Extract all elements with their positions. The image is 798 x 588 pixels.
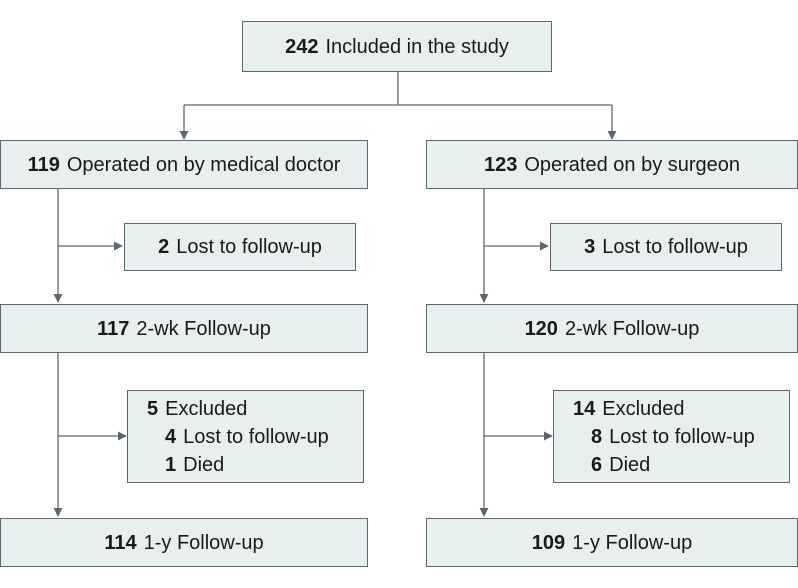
label: Died bbox=[183, 454, 225, 476]
excluded-total: 14 Excluded bbox=[573, 395, 789, 423]
count: 123 bbox=[483, 153, 518, 176]
label: Excluded bbox=[602, 398, 685, 420]
label: Lost to follow-up bbox=[183, 426, 329, 448]
count: 114 bbox=[104, 531, 137, 554]
excluded-reason-lost: 4 Lost to follow-up bbox=[147, 423, 363, 451]
box-md-2wk: 117 2-wk Follow-up bbox=[0, 304, 368, 353]
box-md-1y: 114 1-y Follow-up bbox=[0, 518, 368, 567]
box-surgeon-enrolled: 123 Operated on by surgeon bbox=[426, 140, 798, 189]
label: Died bbox=[609, 454, 651, 476]
count: 14 bbox=[573, 398, 596, 420]
count: 242 bbox=[285, 35, 319, 58]
count: 120 bbox=[524, 317, 558, 340]
box-surgeon-1y: 109 1-y Follow-up bbox=[426, 518, 798, 567]
count: 5 bbox=[147, 398, 159, 420]
box-included: 242 Included in the study bbox=[242, 21, 552, 72]
count: 117 bbox=[97, 317, 130, 340]
label: Operated on by surgeon bbox=[524, 153, 741, 176]
label: Excluded bbox=[165, 398, 248, 420]
count: 2 bbox=[158, 236, 170, 258]
count: 109 bbox=[531, 531, 566, 554]
box-md-excluded: 5 Excluded 4 Lost to follow-up 1 Died bbox=[127, 390, 364, 483]
count: 119 bbox=[27, 153, 60, 176]
label: 2-wk Follow-up bbox=[136, 317, 271, 340]
count: 8 bbox=[591, 426, 603, 448]
label: Lost to follow-up bbox=[602, 236, 748, 258]
count: 3 bbox=[584, 236, 596, 258]
label: Operated on by medical doctor bbox=[66, 153, 341, 176]
box-surgeon-lost: 3 Lost to follow-up bbox=[550, 223, 782, 271]
label: Included in the study bbox=[325, 35, 509, 58]
box-surgeon-excluded: 14 Excluded 8 Lost to follow-up 6 Died bbox=[553, 390, 790, 483]
excluded-reason-lost: 8 Lost to follow-up bbox=[573, 423, 789, 451]
count: 6 bbox=[591, 454, 603, 476]
count: 1 bbox=[165, 454, 177, 476]
count: 4 bbox=[165, 426, 177, 448]
label: 1-y Follow-up bbox=[572, 531, 693, 554]
box-md-enrolled: 119 Operated on by medical doctor bbox=[0, 140, 368, 189]
label: Lost to follow-up bbox=[176, 236, 322, 258]
label: 2-wk Follow-up bbox=[564, 317, 700, 340]
label: 1-y Follow-up bbox=[143, 531, 264, 554]
box-md-lost: 2 Lost to follow-up bbox=[124, 223, 356, 271]
excluded-reason-died: 1 Died bbox=[147, 451, 363, 479]
excluded-total: 5 Excluded bbox=[147, 395, 363, 423]
label: Lost to follow-up bbox=[609, 426, 755, 448]
box-surgeon-2wk: 120 2-wk Follow-up bbox=[426, 304, 798, 353]
excluded-reason-died: 6 Died bbox=[573, 451, 789, 479]
